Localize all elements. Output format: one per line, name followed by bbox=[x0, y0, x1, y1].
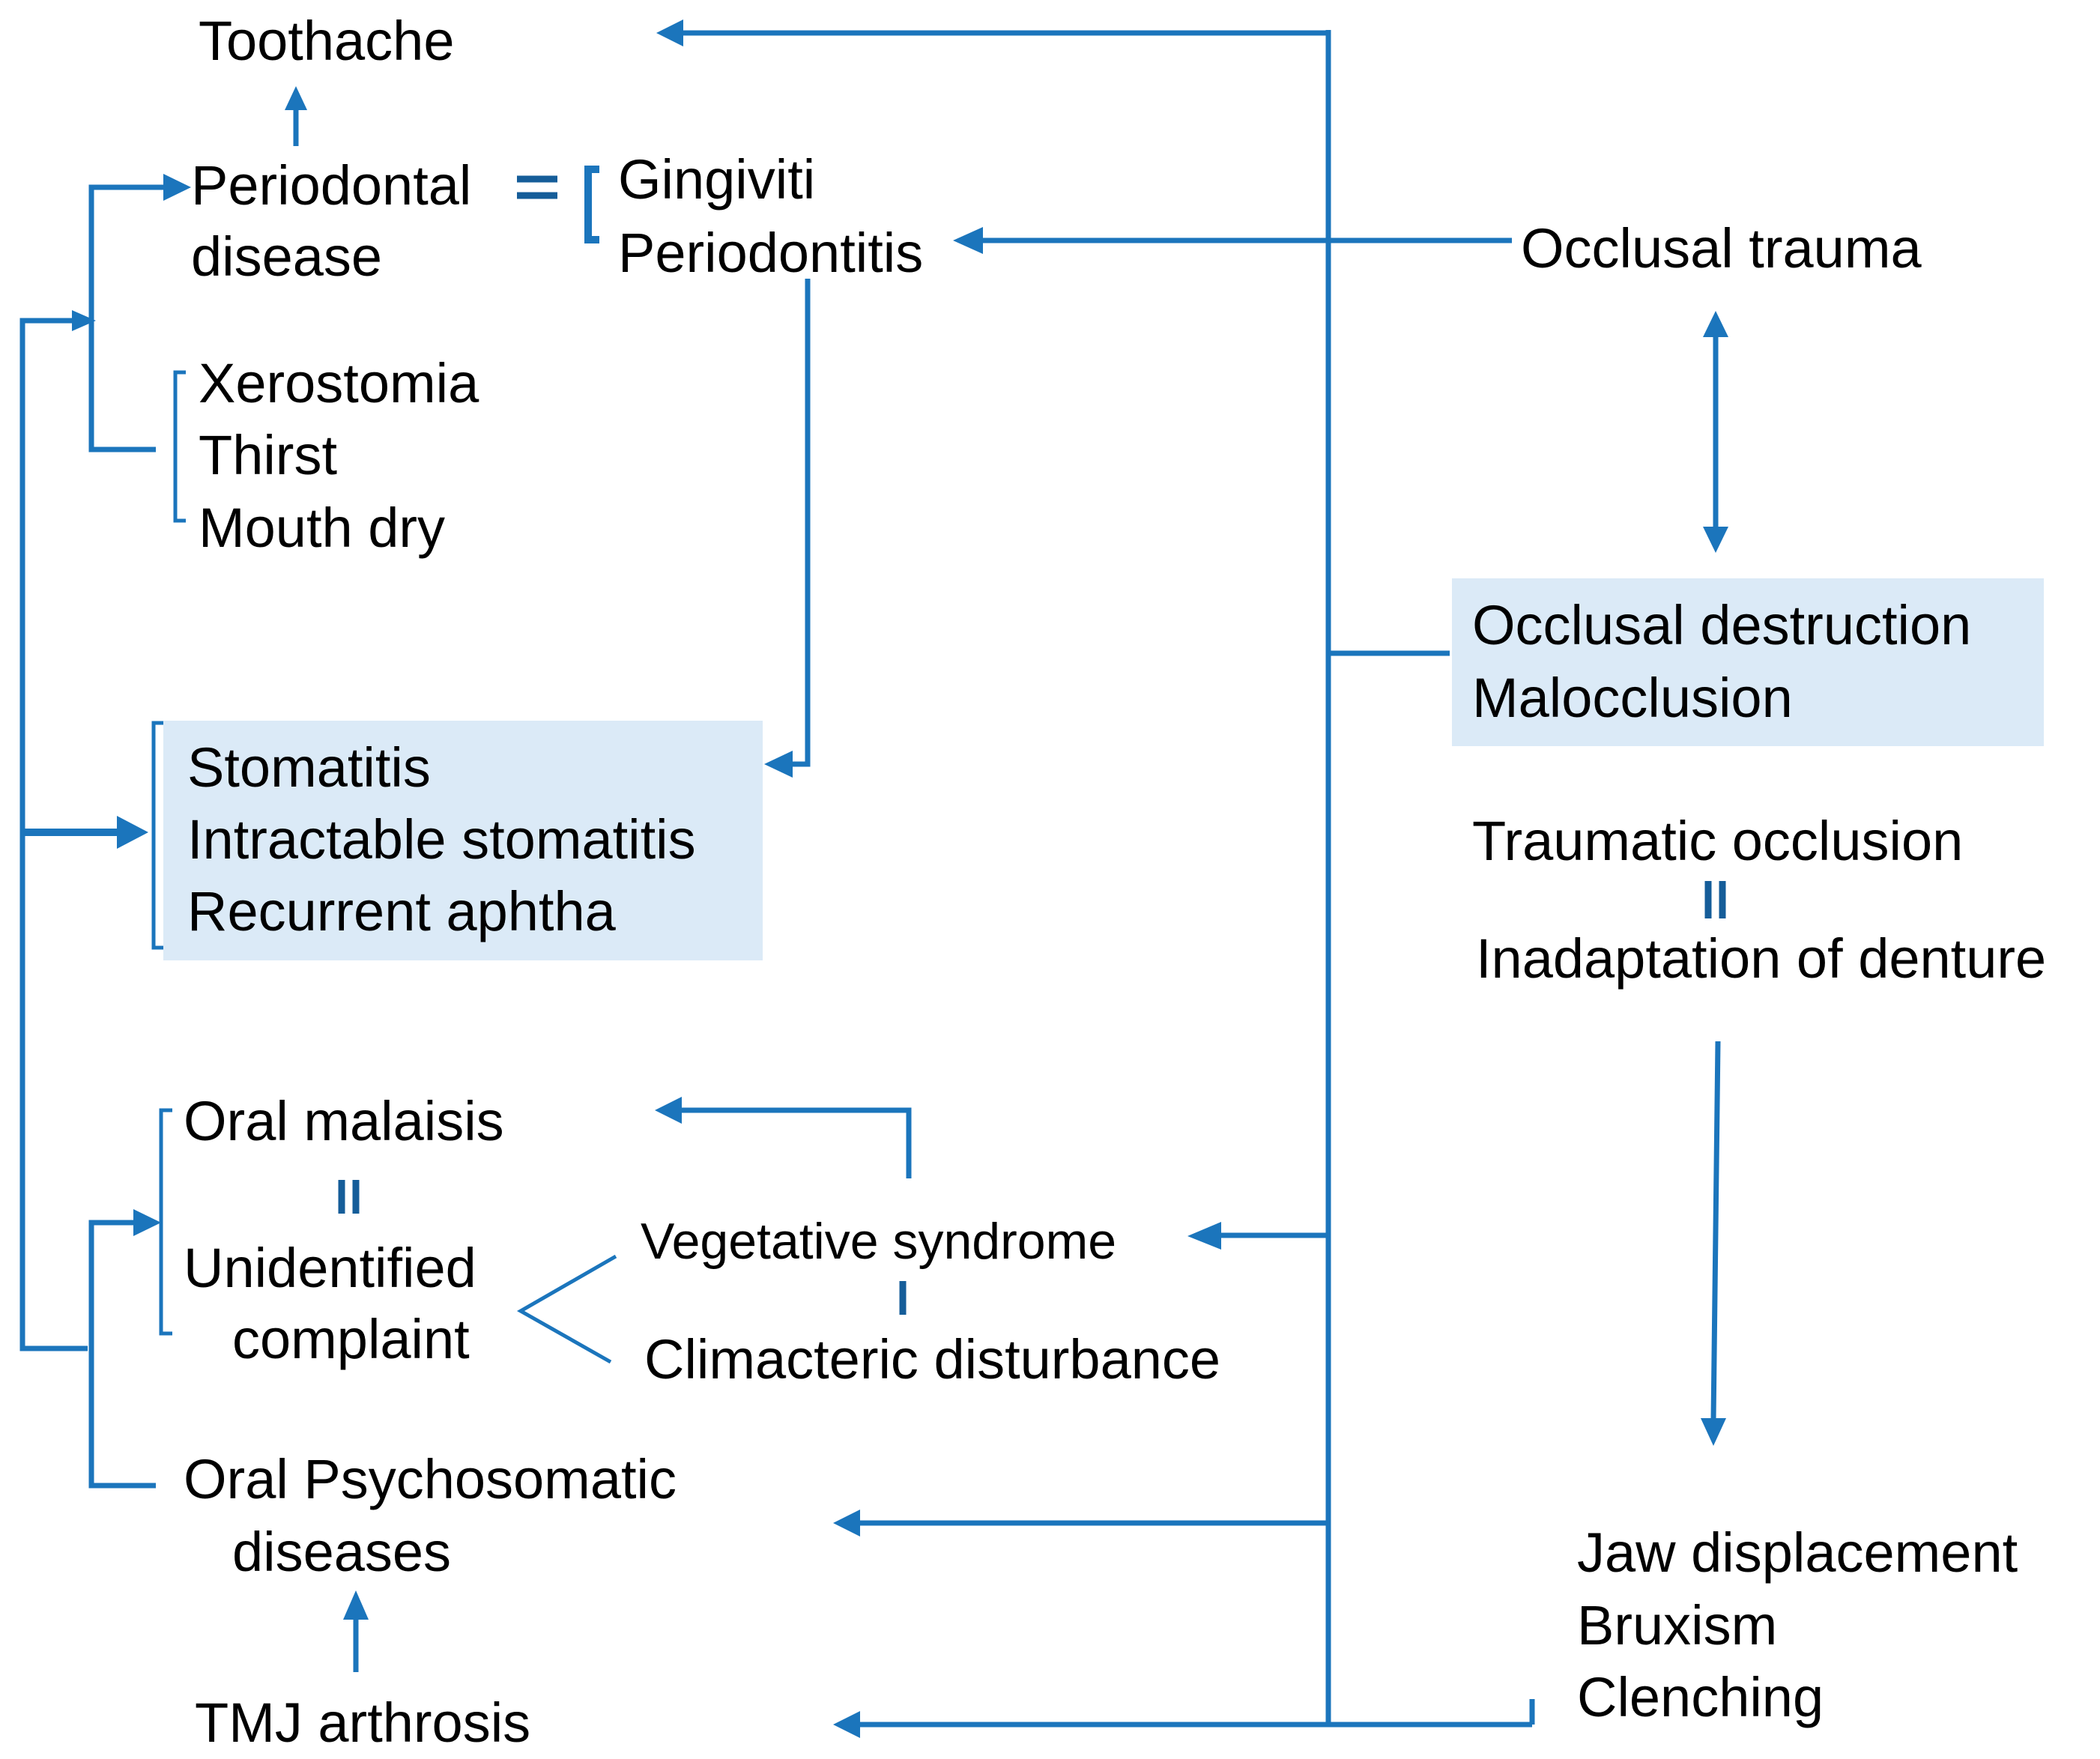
arrow-to-toothache bbox=[656, 19, 683, 46]
arrow-to-stomatitis bbox=[117, 816, 148, 849]
unidentified-label-line2: complaint bbox=[232, 1308, 470, 1370]
gingiviti-bracket bbox=[584, 166, 599, 243]
vegetative-syndrome-label: Vegetative syndrome bbox=[641, 1213, 1116, 1270]
jaw-displacement-label: Jaw displacement bbox=[1577, 1522, 2018, 1584]
arrow-down-destruction bbox=[1703, 527, 1728, 553]
periodontitis-to-stomatitis-line bbox=[790, 279, 811, 767]
mouth-dry-label: Mouth dry bbox=[199, 497, 445, 559]
intractable-stomatitis-label: Intractable stomatitis bbox=[187, 808, 696, 871]
arrow-to-inner-connector bbox=[72, 310, 96, 331]
xerostomia-label: Xerostomia bbox=[199, 352, 479, 414]
occlusal-destruction-box bbox=[1452, 578, 2044, 746]
toothache-label: Toothache bbox=[199, 10, 455, 72]
equals-sign-traumatic bbox=[1704, 881, 1726, 918]
arrow-to-periodontal bbox=[163, 174, 191, 201]
arrow-to-stomatitis-box bbox=[764, 751, 793, 778]
gingiviti-label: Gingiviti bbox=[618, 148, 815, 211]
stomatitis-box bbox=[163, 721, 763, 960]
periodontal-label-line2: disease bbox=[191, 225, 382, 288]
bruxism-label: Bruxism bbox=[1577, 1594, 1777, 1656]
clenching-label: Clenching bbox=[1577, 1666, 1824, 1728]
malaisis-bracket bbox=[159, 1108, 172, 1336]
oral-malaisis-label: Oral malaisis bbox=[184, 1090, 504, 1152]
arrow-to-jaw bbox=[1701, 1418, 1726, 1446]
equals-sign-periodontal bbox=[517, 175, 557, 199]
arrow-to-psychosomatic bbox=[833, 1510, 860, 1537]
arrow-to-periodontitis bbox=[953, 227, 983, 254]
oral-psychosomatic-label-line2: diseases bbox=[232, 1521, 451, 1583]
arrow-to-vegetative bbox=[1187, 1222, 1221, 1250]
arrow-to-psychosomatic-up bbox=[343, 1590, 369, 1620]
arrow-to-tmj bbox=[833, 1711, 860, 1738]
inadaptation-denture-label: Inadaptation of denture bbox=[1476, 927, 2046, 990]
occlusal-trauma-label: Occlusal trauma bbox=[1521, 217, 1922, 279]
vegetative-to-malaisis-line bbox=[680, 1107, 912, 1178]
periodontal-label-line1: Periodontal bbox=[191, 154, 471, 217]
malocclusion-label: Malocclusion bbox=[1472, 667, 1793, 729]
arrow-to-malaisis-bracket bbox=[133, 1209, 161, 1236]
tmj-arthrosis-label: TMJ arthrosis bbox=[195, 1692, 530, 1754]
stomatitis-bracket bbox=[151, 721, 163, 950]
stomatitis-label: Stomatitis bbox=[187, 736, 431, 799]
equals-sign-malaisis bbox=[338, 1180, 360, 1214]
occlusal-destruction-label: Occlusal destruction bbox=[1472, 594, 1971, 656]
xerostomia-bracket bbox=[173, 370, 186, 523]
oral-psychosomatic-label-line1: Oral Psychosomatic bbox=[184, 1448, 677, 1510]
inadaptation-to-jaw-line bbox=[1710, 1041, 1721, 1420]
climacteric-disturbance-label: Climacteric disturbance bbox=[644, 1328, 1220, 1390]
arrow-to-malaisis bbox=[655, 1097, 682, 1124]
traumatic-occlusion-label: Traumatic occlusion bbox=[1472, 810, 1963, 872]
lower-left-connector bbox=[88, 1220, 156, 1489]
unidentified-label-line1: Unidentified bbox=[184, 1237, 476, 1299]
thirst-label: Thirst bbox=[199, 424, 337, 486]
periodontitis-label: Periodontitis bbox=[618, 222, 923, 284]
inner-left-connector bbox=[88, 184, 165, 452]
arrow-up-trauma bbox=[1703, 311, 1728, 337]
recurrent-aphtha-label: Recurrent aphtha bbox=[187, 880, 617, 942]
central-trunk bbox=[682, 30, 1535, 1728]
arrow-to-toothache-up bbox=[285, 86, 307, 110]
complaint-split-lines bbox=[516, 1254, 617, 1364]
